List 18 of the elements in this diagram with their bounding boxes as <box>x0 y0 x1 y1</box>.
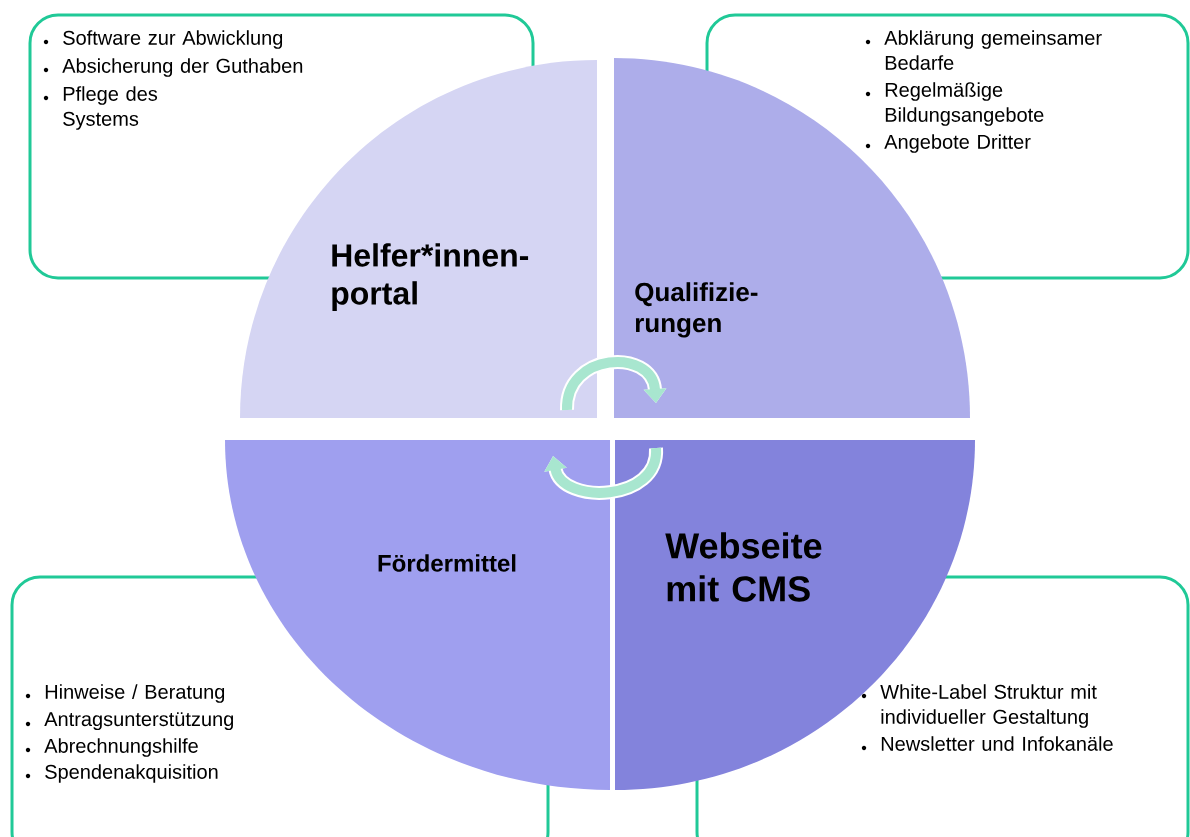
bullet-text: Spendenakquisition <box>45 764 218 783</box>
bullet-text: Abrechnungshilfe <box>44 738 198 757</box>
cycle-arrow <box>544 447 663 500</box>
quadrant-title: Helfer*innen- portal <box>332 243 529 311</box>
bullet-text: Absicherung der Guthaben <box>62 58 303 77</box>
bullet-text: Angebote Dritter <box>884 134 1031 153</box>
bullet-text: Pflege des Systems <box>63 86 158 130</box>
quadrant-title: Qualifizie- rungen <box>635 282 758 338</box>
bullet-text: Abklärung gemeinsamer Bedarfe <box>884 30 1102 70</box>
bullet-text: Antragsunterstützung <box>44 712 233 731</box>
quadrant-title: Webseite mit CMS <box>665 532 822 602</box>
quadrant-title: Fördermittel <box>378 554 516 572</box>
bullet-text: White-Label Struktur mit individueller Gestaltung <box>880 684 1097 728</box>
bullet-text: Hinweise / Beratung <box>45 684 225 703</box>
bullet-text: Software zur Abwicklung <box>63 30 283 49</box>
bullet-text: Newsletter und Infokanäle <box>881 736 1113 751</box>
bullet-text: Regelmäßige Bildungsangebote <box>885 82 1044 126</box>
cycle-arrow <box>560 355 667 411</box>
